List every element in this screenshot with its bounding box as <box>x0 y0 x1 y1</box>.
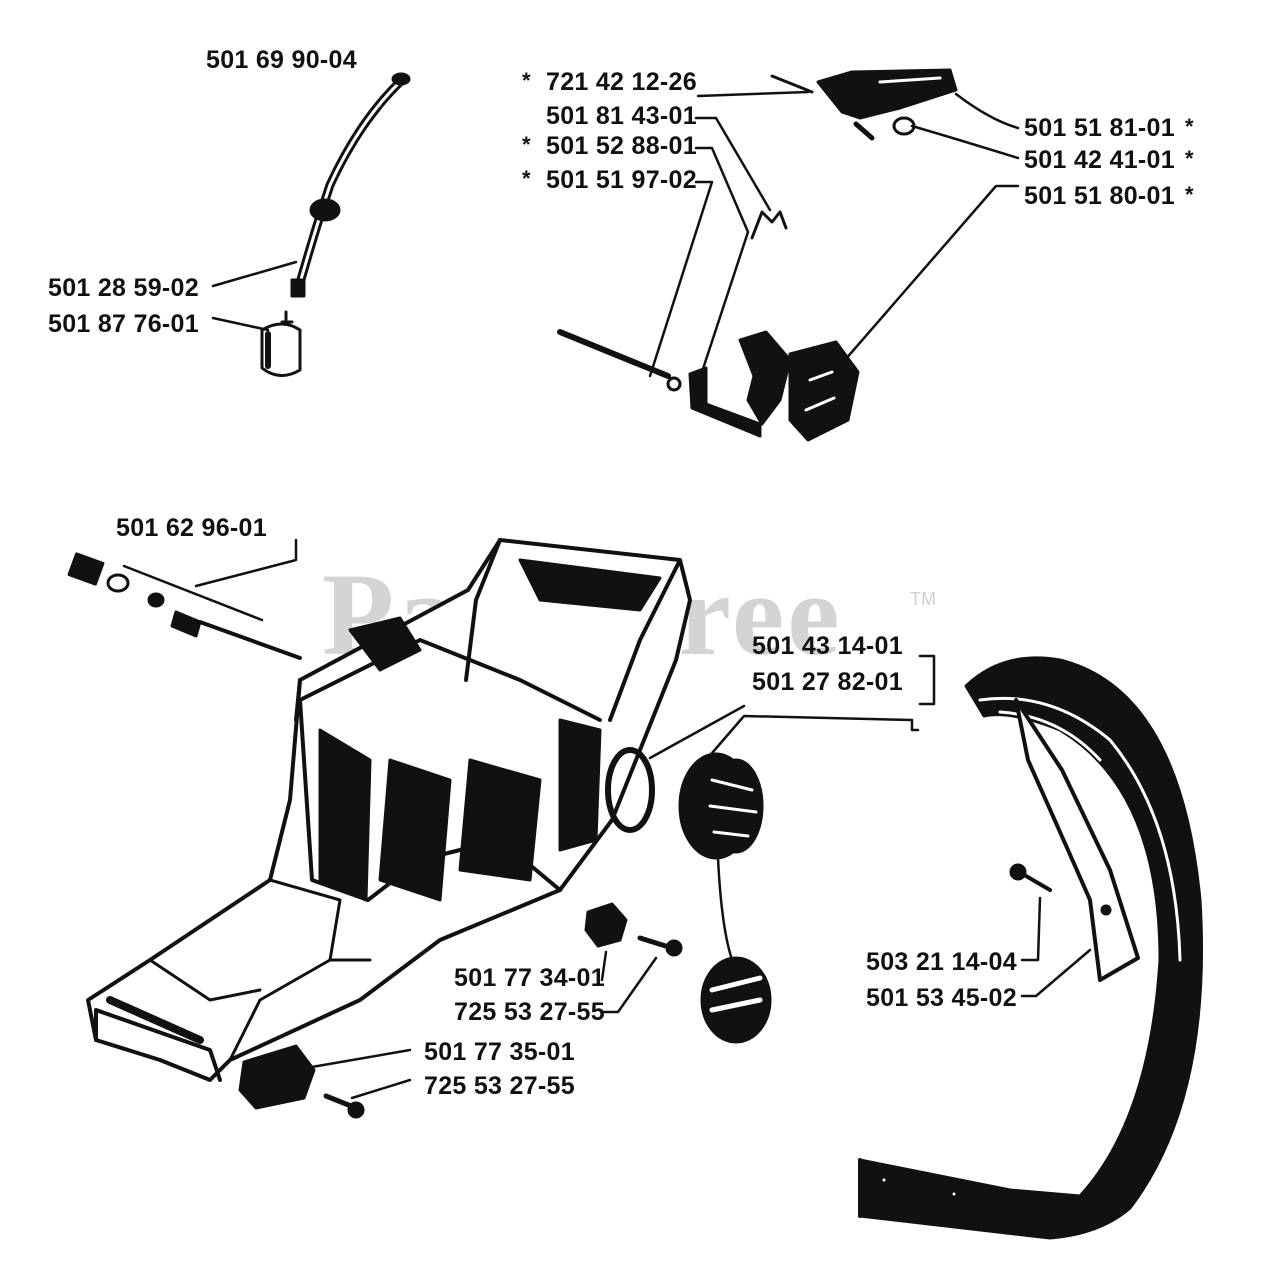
part-number-501-77-35-01: 501 77 35-01 <box>424 1038 575 1066</box>
part-number-501-43-14-01: 501 43 14-01 <box>752 632 903 660</box>
handle-screw <box>1009 863 1052 892</box>
part-number-501-81-43-01: 501 81 43-01 <box>546 102 697 130</box>
adjuster-screw <box>67 552 302 660</box>
asterisk-501-51-80-01: * <box>1185 182 1194 207</box>
leader-501-51-81-01 <box>954 92 1020 130</box>
asterisk-501-51-81-01: * <box>1185 114 1194 139</box>
part-number-501-28-59-02: 501 28 59-02 <box>48 274 199 302</box>
part-number-725-53-27-55-a: 725 53 27-55 <box>454 998 605 1026</box>
main-housing <box>86 538 692 1082</box>
fuel-cap <box>678 752 772 1044</box>
leader-501-77-35-01 <box>304 1048 412 1070</box>
leader-501-77-34-01 <box>600 950 608 982</box>
leader-501-52-88-01 <box>694 146 750 380</box>
leader-501-51-97-02 <box>648 180 714 378</box>
leader-721-42-12-26 <box>696 90 810 98</box>
leader-725-53-27-55-b <box>350 1078 412 1100</box>
asterisk-501-52-88-01: * <box>522 132 531 157</box>
asterisk-501-51-97-02: * <box>522 166 531 191</box>
part-number-501-52-88-01: 501 52 88-01 <box>546 132 697 160</box>
leader-501-53-45-02 <box>1020 948 1092 998</box>
leader-501-87-76-01 <box>211 316 270 332</box>
asterisk-501-42-41-01: * <box>1185 146 1194 171</box>
leader-503-21-14-04 <box>1020 896 1042 962</box>
throttle-trigger <box>557 329 860 442</box>
bracket-cap <box>910 654 936 732</box>
leader-501-43-14-01 <box>648 704 746 760</box>
part-number-501-27-82-01: 501 27 82-01 <box>752 668 903 696</box>
part-number-501-77-34-01: 501 77 34-01 <box>454 964 605 992</box>
leader-501-81-43-01 <box>694 116 772 212</box>
part-number-501-51-81-01: 501 51 81-01 <box>1024 114 1175 142</box>
part-number-501-87-76-01: 501 87 76-01 <box>48 310 199 338</box>
leader-501-42-41-01 <box>910 124 1020 160</box>
part-number-501-69-90-04: 501 69 90-04 <box>206 46 357 74</box>
part-number-501-42-41-01: 501 42 41-01 <box>1024 146 1175 174</box>
part-number-501-51-97-02: 501 51 97-02 <box>546 166 697 194</box>
throttle-spring <box>750 210 788 240</box>
trademark-mark: TM <box>910 589 936 609</box>
o-ring <box>605 747 655 833</box>
asterisk-721-42-12-26: * <box>522 68 531 93</box>
leader-501-27-82-01 <box>704 714 914 762</box>
part-number-501-62-96-01: 501 62 96-01 <box>116 514 267 542</box>
leader-501-28-59-02 <box>211 260 298 288</box>
part-number-503-21-14-04: 503 21 14-04 <box>866 948 1017 976</box>
front-handle <box>858 656 1203 1240</box>
front-buffer <box>238 1044 365 1119</box>
part-number-721-42-12-26: 721 42 12-26 <box>546 68 697 96</box>
throttle-lock <box>770 68 958 141</box>
part-number-725-53-27-55-b: 725 53 27-55 <box>424 1072 575 1100</box>
rear-buffer <box>584 902 683 957</box>
fuel-filter <box>260 310 302 377</box>
part-number-501-51-80-01: 501 51 80-01 <box>1024 182 1175 210</box>
leader-501-62-96-01 <box>194 538 298 588</box>
fuel-hose <box>290 72 411 298</box>
leader-725-53-27-55-a <box>602 956 658 1014</box>
part-number-501-53-45-02: 501 53 45-02 <box>866 984 1017 1012</box>
leader-501-51-80-01 <box>836 184 1020 370</box>
